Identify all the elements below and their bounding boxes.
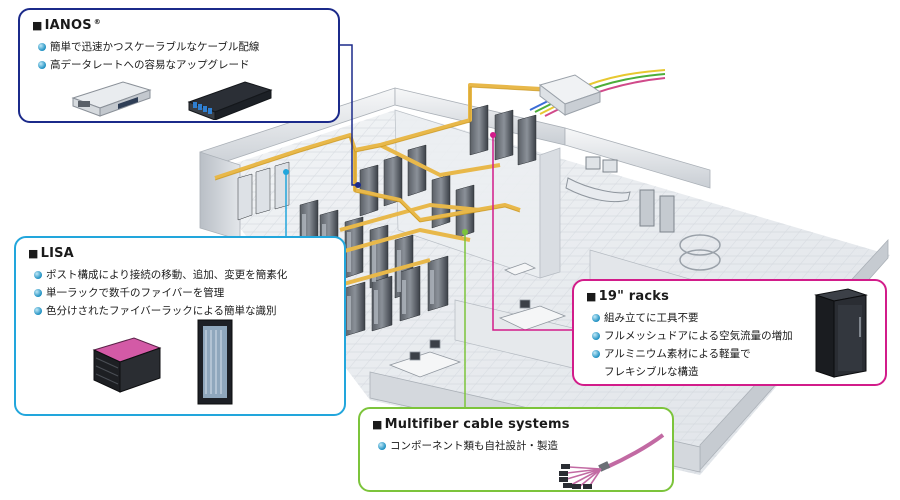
control-room-desk — [565, 156, 721, 271]
list-item: ポスト構成により接続の移動、追加、変更を簡素化 — [34, 266, 332, 284]
racks-bullet-list: 組み立てに工具不要 フルメッシュドアによる空気流量の増加 アルミニウム素材による… — [586, 309, 873, 381]
callout-multifiber-title: ■ Multifiber cable systems — [372, 417, 660, 433]
ianos-tray-image — [71, 81, 152, 117]
lisa-bullet-list: ポスト構成により接続の移動、追加、変更を簡素化 単一ラックで数千のファイバーを管… — [28, 266, 332, 320]
bullet-text: コンポーネント類も自社設計・製造 — [390, 440, 558, 452]
callout-ianos-title: ■ IANOS® — [32, 18, 326, 34]
bullet-text: フルメッシュドアによる空気流量の増加 — [604, 330, 793, 342]
list-item: 組み立てに工具不要 — [592, 309, 873, 327]
bullet-icon — [592, 350, 600, 358]
lisa-fiber-frame-image — [92, 337, 162, 393]
bullet-text: 簡単で迅速かつスケーラブルなケーブル配線 — [50, 41, 260, 53]
square-bullet-icon: ■ — [372, 418, 383, 431]
callout-racks-title: ■ 19" racks — [586, 289, 873, 305]
square-bullet-icon: ■ — [32, 19, 43, 32]
callout-lisa-title: ■ LISA — [28, 246, 332, 262]
list-item: フルメッシュドアによる空気流量の増加 — [592, 327, 873, 345]
ianos-bullet-list: 簡単で迅速かつスケーラブルなケーブル配線 高データレートへの容易なアップグレード — [32, 38, 326, 74]
lisa-rack-image — [197, 319, 233, 405]
office-desks — [388, 262, 567, 378]
bullet-text: 組み立てに工具不要 — [604, 312, 699, 324]
multifiber-bullet-list: コンポーネント類も自社設計・製造 — [372, 437, 660, 455]
splice-box — [538, 74, 602, 117]
square-bullet-icon: ■ — [586, 290, 597, 303]
registered-mark: ® — [93, 18, 101, 26]
callout-ianos: ■ IANOS® 簡単で迅速かつスケーラブルなケーブル配線 高データレートへの容… — [18, 8, 340, 123]
callout-lisa: ■ LISA ポスト構成により接続の移動、追加、変更を簡素化 単一ラックで数千の… — [14, 236, 346, 416]
bullet-icon — [38, 61, 46, 69]
multifiber-cable-image — [559, 433, 665, 489]
bullet-icon — [378, 442, 386, 450]
bullet-text: アルミニウム素材による軽量で — [604, 348, 751, 360]
callout-19-racks: ■ 19" racks 組み立てに工具不要 フルメッシュドアによる空気流量の増加… — [572, 279, 887, 386]
leader-lines — [283, 44, 572, 407]
list-item: 高データレートへの容易なアップグレード — [38, 56, 326, 74]
bullet-text: 色分けされたファイバーラックによる簡単な識別 — [46, 305, 277, 317]
list-item: アルミニウム素材による軽量でフレキシブルな構造 — [592, 345, 873, 381]
list-item: 色分けされたファイバーラックによる簡単な識別 — [34, 302, 332, 320]
multifiber-title-text: Multifiber cable systems — [384, 417, 570, 432]
bullet-text: 単一ラックで数千のファイバーを管理 — [46, 287, 225, 299]
ianos-module-image — [187, 81, 273, 120]
bullet-icon — [592, 314, 600, 322]
bullet-icon — [592, 332, 600, 340]
racks-title-text: 19" racks — [598, 289, 670, 304]
lisa-title-text: LISA — [40, 246, 74, 261]
bullet-text: 高データレートへの容易なアップグレード — [50, 59, 250, 71]
square-bullet-icon: ■ — [28, 247, 39, 260]
rack-cabinet-image — [814, 288, 868, 378]
bullet-text: ポスト構成により接続の移動、追加、変更を簡素化 — [46, 269, 288, 281]
list-item: コンポーネント類も自社設計・製造 — [378, 437, 660, 455]
list-item: 簡単で迅速かつスケーラブルなケーブル配線 — [38, 38, 326, 56]
bullet-icon — [34, 307, 42, 315]
ianos-title-text: IANOS — [44, 18, 92, 33]
list-item: 単一ラックで数千のファイバーを管理 — [34, 284, 332, 302]
bullet-icon — [34, 271, 42, 279]
bullet-text-continuation: フレキシブルな構造 — [604, 366, 699, 378]
bullet-icon — [38, 43, 46, 51]
bullet-icon — [34, 289, 42, 297]
callout-multifiber: ■ Multifiber cable systems コンポーネント類も自社設計… — [358, 407, 674, 492]
